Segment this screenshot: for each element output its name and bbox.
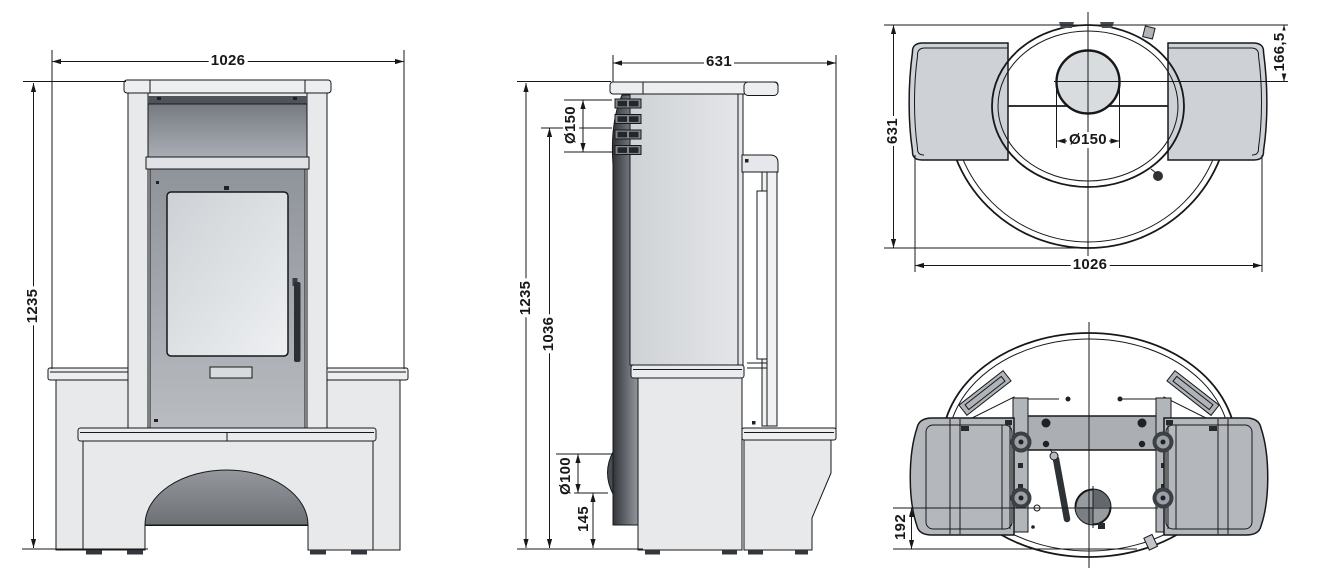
- top-bench-right: [1167, 42, 1268, 161]
- dim-side-total-height: 1235: [517, 278, 535, 318]
- front-door-handle: [294, 282, 301, 362]
- front-view: [22, 50, 409, 555]
- dim-front-height: 1235: [24, 286, 42, 326]
- dim-side-flue-diameter: Ø150: [562, 104, 580, 146]
- top-base-ring: [945, 105, 1231, 249]
- top-bench-left: [908, 42, 1009, 161]
- bottom-view: [893, 322, 1269, 568]
- side-door-cap: [741, 154, 779, 173]
- bottom-dimensions: [893, 507, 1158, 550]
- dim-side-air-diameter: Ø100: [557, 455, 575, 497]
- side-door-glass-edge: [756, 190, 768, 360]
- side-base: [637, 377, 743, 551]
- front-bench-right-top: [325, 367, 409, 381]
- dim-front-width: 1026: [208, 52, 248, 70]
- bottom-vent-right: [1166, 369, 1220, 417]
- bottom-gas-strut: [1052, 455, 1071, 523]
- front-upper-panel: [147, 103, 308, 158]
- side-stove-slab: [630, 364, 745, 379]
- dim-top-width: 1026: [1070, 256, 1110, 274]
- dim-side-depth: 631: [704, 53, 734, 71]
- front-door-handle-pivot: [292, 278, 298, 286]
- dim-top-flue-diameter: Ø150: [1067, 131, 1109, 149]
- side-bench-body: [743, 439, 832, 551]
- top-handle-end: [1153, 171, 1163, 181]
- side-flue-louvers: [614, 98, 642, 155]
- top-view: [884, 12, 1288, 272]
- front-upper-strip: [148, 96, 307, 104]
- bottom-vent-left: [958, 369, 1012, 417]
- front-bench-left-top: [47, 367, 131, 381]
- top-bracket: [1142, 25, 1156, 40]
- front-air-control: [209, 366, 253, 379]
- dim-bottom-front-edge: 192: [892, 512, 910, 542]
- bottom-rim-tab: [1143, 533, 1159, 551]
- front-shelf: [145, 156, 310, 170]
- front-base-arch: [144, 469, 309, 526]
- dim-side-flue-height: 1036: [540, 314, 558, 354]
- side-view: [517, 55, 837, 555]
- front-door-glass: [166, 191, 289, 357]
- side-stove-column: [629, 92, 744, 366]
- dim-side-air-height: 145: [575, 504, 593, 534]
- bottom-bench-right: [1163, 417, 1269, 536]
- bottom-bench-left: [909, 417, 1015, 536]
- side-bench-top: [741, 427, 837, 441]
- bottom-feet: [1010, 431, 1174, 509]
- dim-top-depth: 631: [884, 116, 902, 146]
- dim-top-flue-offset: 166,5: [1271, 30, 1289, 74]
- side-air-inlet-spigot: [607, 451, 614, 495]
- front-top-plate: [123, 79, 332, 94]
- bottom-flue-opening: [1074, 486, 1112, 529]
